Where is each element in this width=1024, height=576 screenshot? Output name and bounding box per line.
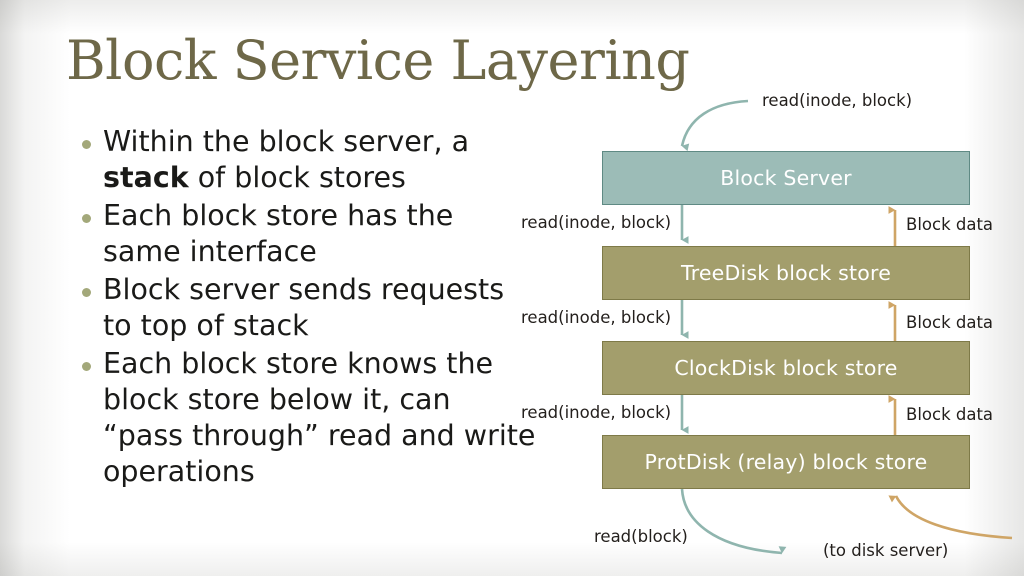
bullet-text-1: Within the block server, a stack of bloc… [103, 125, 470, 194]
arrow-top-request [680, 99, 749, 152]
label-request-3: read(inode, block) [521, 403, 672, 422]
bullet-dot-icon [82, 288, 91, 297]
diagram-box-label: Block Server [720, 166, 852, 190]
label-request-1: read(inode, block) [521, 213, 672, 232]
bullet-dot-icon [82, 362, 91, 371]
bullet-item-1: Within the block server, a stack of bloc… [68, 124, 538, 196]
label-bottom-request: read(block) [594, 527, 688, 546]
slide-title: Block Service Layering [66, 29, 690, 92]
label-response-1: Block data [906, 215, 994, 234]
label-request-top: read(inode, block) [762, 91, 913, 110]
diagram-box-label: ClockDisk block store [674, 356, 898, 380]
diagram-box-label: ProtDisk (relay) block store [644, 450, 928, 474]
bullet-text-3: Block server sends requests to top of st… [103, 273, 505, 342]
diagram-box-protdisk[interactable]: ProtDisk (relay) block store [602, 435, 970, 489]
diagram-box-clockdisk[interactable]: ClockDisk block store [602, 341, 970, 395]
label-request-2: read(inode, block) [521, 308, 672, 327]
label-response-3: Block data [906, 405, 994, 424]
bullet-list: Within the block server, a stack of bloc… [68, 124, 538, 492]
bullet-text-4: Each block store knows the block store b… [103, 347, 536, 488]
diagram-box-treedisk[interactable]: TreeDisk block store [602, 246, 970, 300]
diagram-box-label: TreeDisk block store [680, 261, 892, 285]
bullet-item-3: Block server sends requests to top of st… [68, 272, 538, 344]
bullet-item-4: Each block store knows the block store b… [68, 346, 538, 490]
arrow-bottom-request [680, 488, 787, 555]
bullet-dot-icon [82, 140, 91, 149]
arrow-bottom-response [888, 495, 1013, 540]
label-response-2: Block data [906, 313, 994, 332]
diagram-box-block-server[interactable]: Block Server [602, 151, 970, 205]
label-disk-server: (to disk server) [823, 541, 949, 560]
bullet-text-2: Each block store has the same interface [103, 199, 454, 268]
bullet-item-2: Each block store has the same interface [68, 198, 538, 270]
bullet-dot-icon [82, 214, 91, 223]
